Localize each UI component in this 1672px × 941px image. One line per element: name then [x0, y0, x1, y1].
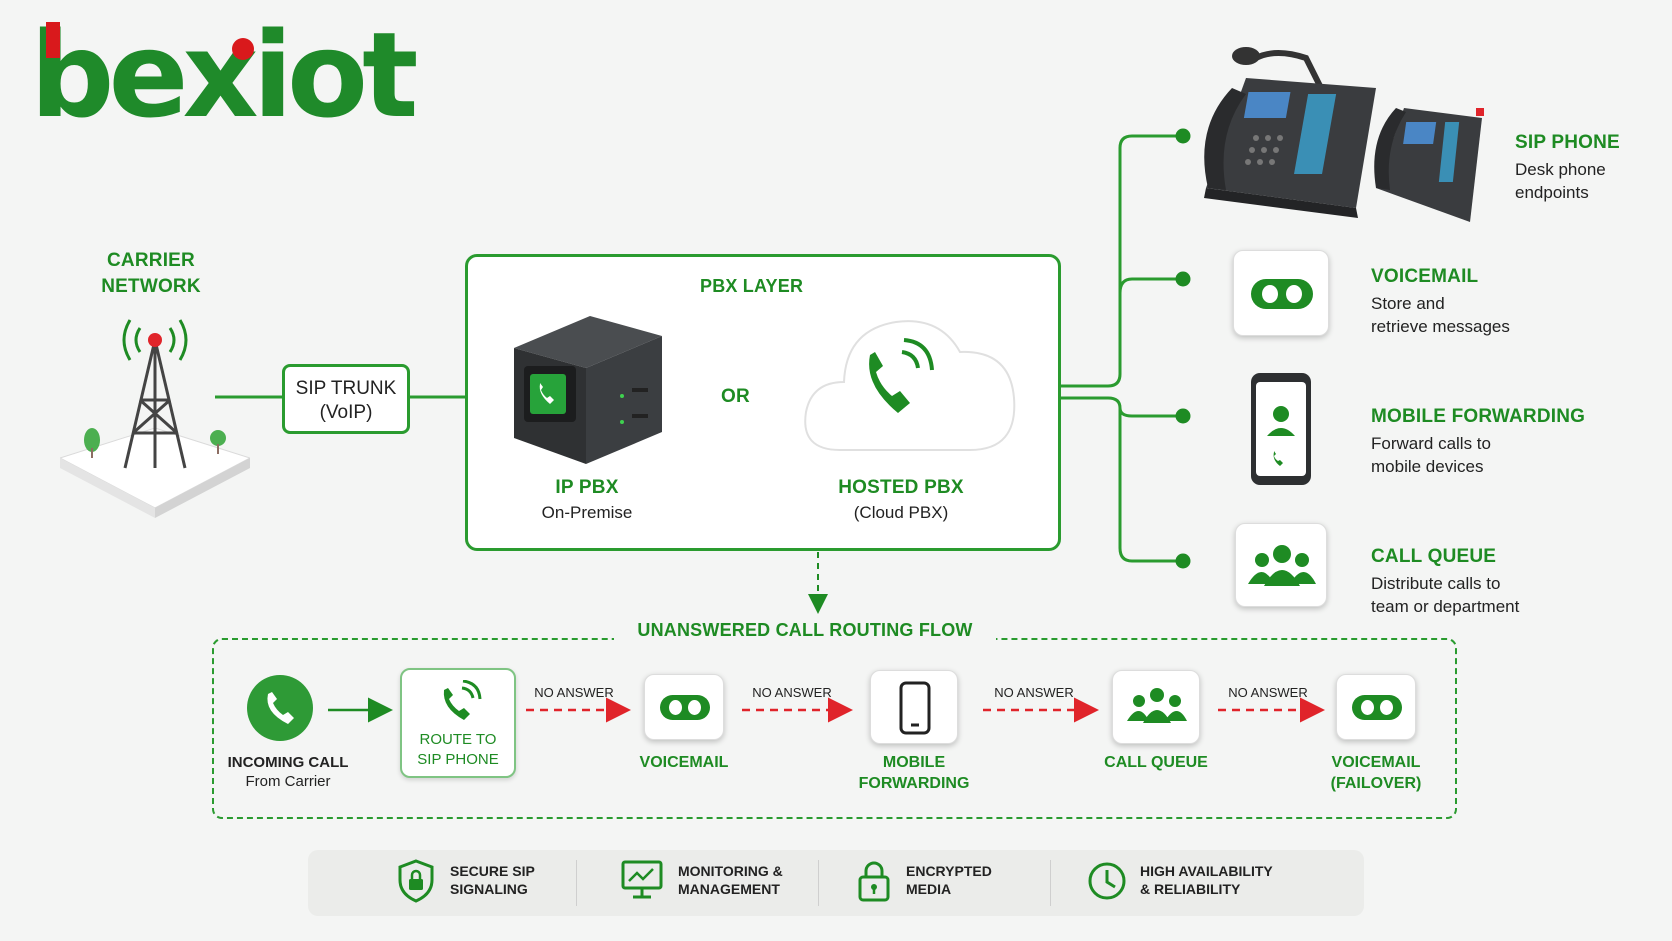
- endpoint-queue-title: CALL QUEUE: [1371, 546, 1497, 567]
- endpoint-queue-text: CALL QUEUE Distribute calls to team or d…: [1371, 546, 1519, 618]
- ip-pbx-subtitle: On-Premise: [541, 503, 633, 522]
- features-bar: [308, 850, 1364, 916]
- hosted-pbx-label: HOSTED PBX (Cloud PBX): [826, 477, 976, 524]
- voicemail-tile: [1233, 250, 1329, 336]
- flow-step-queue-label: CALL QUEUE: [1096, 752, 1216, 773]
- flow-voicemail-failover-tile: [1336, 674, 1416, 740]
- padlock-icon: [858, 861, 890, 902]
- desk-phone-icon: [1204, 47, 1484, 222]
- flow-step-4-line2: (FAILOVER): [1330, 775, 1422, 792]
- flow-step-failover-label: VOICEMAIL (FAILOVER): [1316, 752, 1436, 794]
- endpoint-sip-phone-title: SIP PHONE: [1515, 132, 1620, 153]
- endpoint-voicemail-desc1: Store and: [1371, 294, 1445, 313]
- flow-team-icon: [1127, 688, 1187, 723]
- hosted-pbx-subtitle: (Cloud PBX): [853, 503, 949, 522]
- flow-step-voicemail-label: VOICEMAIL: [624, 752, 744, 773]
- flow-voicemail-tile: [644, 674, 724, 740]
- no-answer-label-2: NO ANSWER: [752, 685, 832, 700]
- flow-voicemail-failover-icon: [1352, 695, 1402, 720]
- sip-trunk-label: SIP TRUNK: [295, 378, 397, 399]
- feature-monitoring: MONITORING & MANAGEMENT: [678, 862, 783, 898]
- no-answer-label-3: NO ANSWER: [994, 685, 1074, 700]
- flow-mobile-icon: [899, 681, 931, 735]
- route-label-line1: ROUTE TO: [419, 731, 497, 748]
- clock-icon: [1088, 862, 1126, 900]
- feature-4-line2: & RELIABILITY: [1140, 881, 1241, 897]
- ip-pbx-title: IP PBX: [555, 477, 619, 498]
- feature-3-line1: ENCRYPTED: [906, 863, 992, 879]
- feature-2-line1: MONITORING &: [678, 863, 783, 879]
- endpoint-voicemail-title: VOICEMAIL: [1371, 266, 1479, 287]
- voicemail-icon: [1251, 279, 1313, 309]
- ip-pbx-label: IP PBX On-Premise: [522, 477, 652, 524]
- hosted-pbx-title: HOSTED PBX: [838, 477, 964, 498]
- routing-flow-box: [212, 638, 1457, 819]
- flow-step-mobile-label: MOBILE FORWARDING: [844, 752, 984, 794]
- mobile-phone-icon: [1251, 373, 1311, 485]
- flow-voicemail-icon: [660, 695, 710, 720]
- endpoint-mobile-text: MOBILE FORWARDING Forward calls to mobil…: [1371, 406, 1585, 478]
- shield-lock-icon: [398, 859, 434, 903]
- call-queue-tile: [1235, 523, 1327, 607]
- endpoint-sip-phone-desc2: endpoints: [1515, 183, 1589, 202]
- sip-trunk-sublabel: (VoIP): [319, 402, 373, 423]
- feature-availability: HIGH AVAILABILITY & RELIABILITY: [1140, 862, 1273, 898]
- endpoint-sip-phone-desc1: Desk phone: [1515, 160, 1606, 179]
- feature-2-line2: MANAGEMENT: [678, 881, 780, 897]
- endpoint-voicemail-desc2: retrieve messages: [1371, 317, 1510, 336]
- flow-step-2-line2: FORWARDING: [858, 775, 970, 792]
- route-to-sip-phone-label: ROUTE TO SIP PHONE: [402, 730, 514, 770]
- monitor-chart-icon: [621, 860, 663, 899]
- endpoint-voicemail-text: VOICEMAIL Store and retrieve messages: [1371, 266, 1510, 338]
- feature-divider: [1050, 860, 1051, 906]
- pbx-layer-title: PBX LAYER: [700, 276, 804, 296]
- route-to-sip-phone-box: ROUTE TO SIP PHONE: [400, 668, 516, 778]
- logo-accent-dot: [232, 38, 254, 60]
- team-icon: [1248, 545, 1316, 586]
- incoming-call-subtitle: From Carrier: [245, 773, 331, 790]
- cloud-pbx-icon: [804, 320, 1016, 451]
- endpoint-mobile-desc1: Forward calls to: [1371, 434, 1491, 453]
- route-label-line2: SIP PHONE: [417, 751, 499, 768]
- feature-secure-sip: SECURE SIP SIGNALING: [450, 862, 535, 898]
- flow-step-2-line1: MOBILE: [882, 754, 946, 771]
- flow-step-3-line1: CALL QUEUE: [1104, 754, 1208, 771]
- no-answer-label-4: NO ANSWER: [1228, 685, 1308, 700]
- flow-queue-tile: [1112, 670, 1200, 744]
- endpoint-queue-desc2: team or department: [1371, 597, 1520, 616]
- feature-4-line1: HIGH AVAILABILITY: [1140, 863, 1273, 879]
- or-label: OR: [721, 386, 750, 407]
- flow-step-4-line1: VOICEMAIL: [1331, 754, 1421, 771]
- incoming-call-title: INCOMING CALL: [227, 754, 349, 771]
- logo-text: bexiot: [30, 6, 419, 144]
- incoming-call-label: INCOMING CALL From Carrier: [218, 754, 358, 790]
- endpoint-sip-phone-text: SIP PHONE Desk phone endpoints: [1515, 132, 1620, 204]
- carrier-title-line2: NETWORK: [101, 276, 201, 297]
- endpoint-mobile-title: MOBILE FORWARDING: [1371, 406, 1586, 427]
- feature-encrypted: ENCRYPTED MEDIA: [906, 862, 992, 898]
- feature-1-line2: SIGNALING: [450, 881, 528, 897]
- flow-mobile-tile: [870, 670, 958, 744]
- incoming-call-icon: [247, 675, 313, 741]
- flow-step-1-line1: VOICEMAIL: [639, 754, 729, 771]
- feature-divider: [576, 860, 577, 906]
- feature-divider: [818, 860, 819, 906]
- routing-flow-title: UNANSWERED CALL ROUTING FLOW: [614, 620, 996, 641]
- cell-tower-icon: [60, 319, 250, 518]
- carrier-title-line1: CARRIER: [107, 250, 195, 271]
- ringing-phone-icon: [443, 680, 482, 720]
- logo-accent-bar: [46, 22, 60, 58]
- no-answer-label-1: NO ANSWER: [534, 685, 614, 700]
- endpoint-mobile-desc2: mobile devices: [1371, 457, 1484, 476]
- ip-pbx-server-icon: [514, 316, 662, 464]
- feature-3-line2: MEDIA: [906, 881, 952, 897]
- sip-trunk-box: SIP TRUNK (VoIP): [282, 364, 410, 434]
- carrier-title: CARRIER NETWORK: [96, 248, 206, 300]
- endpoint-queue-desc1: Distribute calls to: [1371, 574, 1501, 593]
- feature-1-line1: SECURE SIP: [450, 863, 535, 879]
